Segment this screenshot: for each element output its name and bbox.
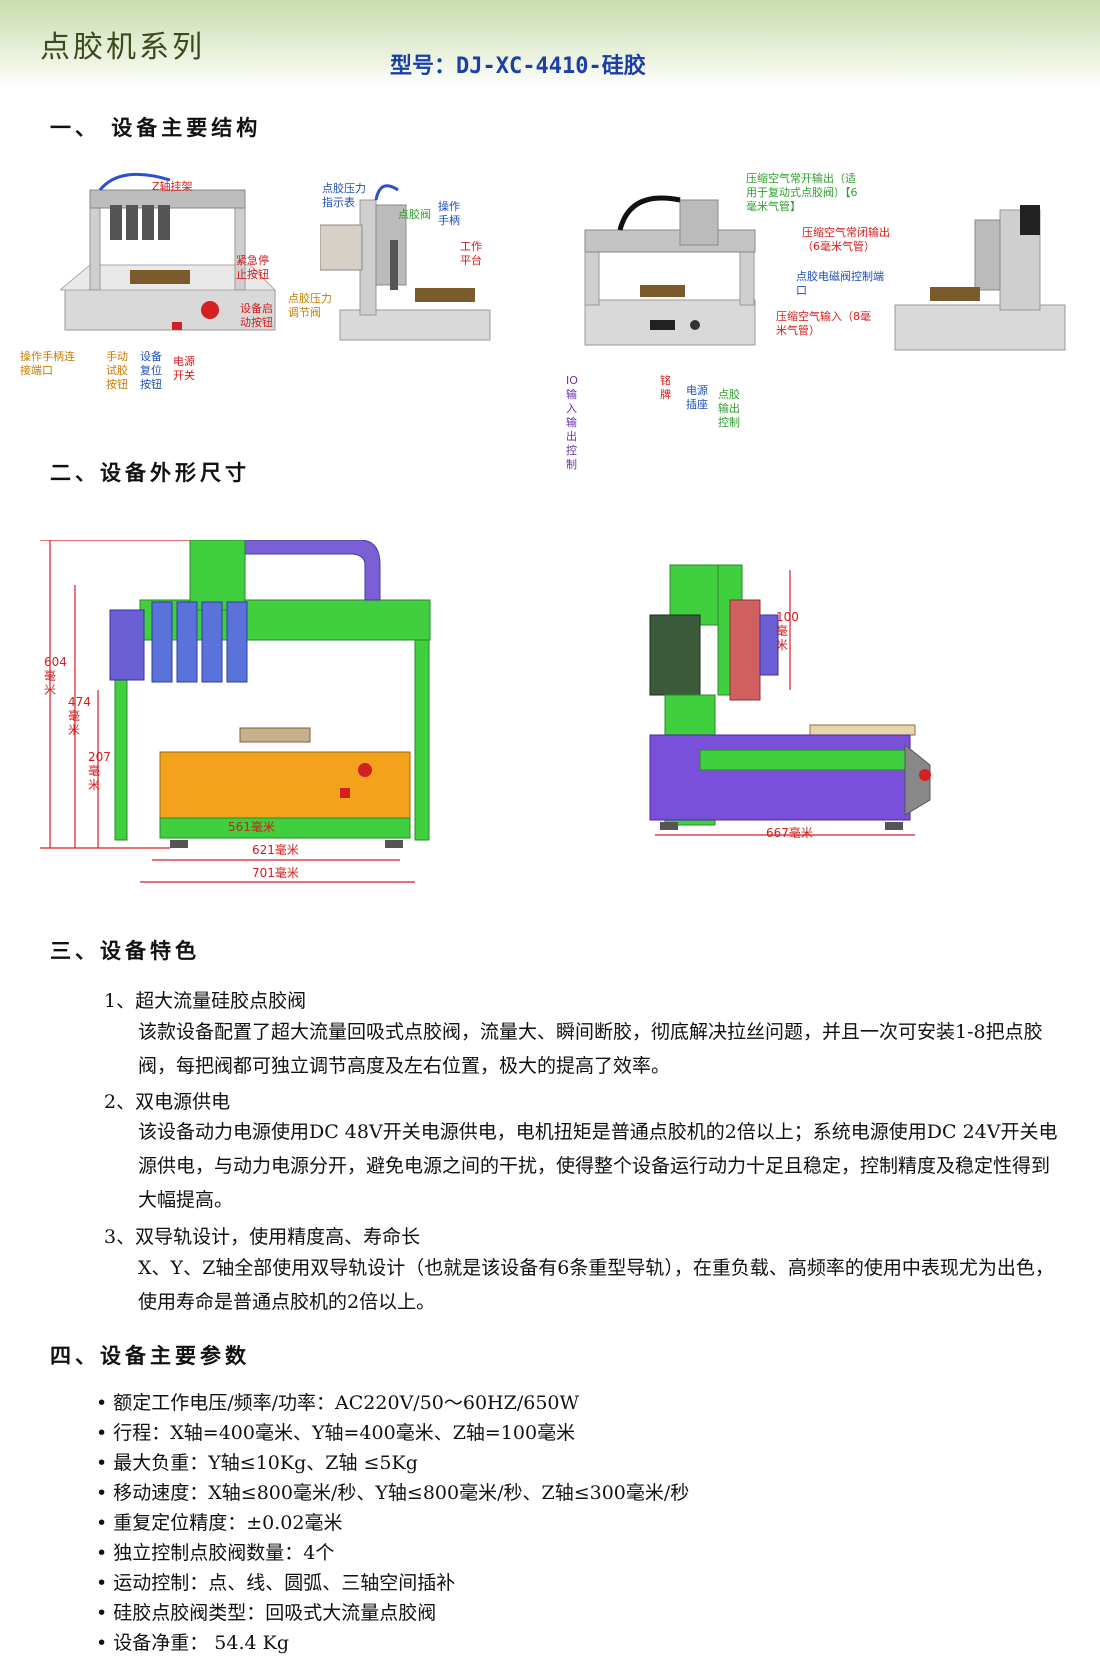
- front-dimension-drawing: [40, 540, 431, 883]
- label-manual-test: 手动试胶按钮: [106, 350, 128, 391]
- label-valve: 点胶阀: [398, 208, 431, 221]
- machine-side-rear-photo: [894, 205, 1066, 351]
- header-banner: 点胶机系列 型号：DJ-XC-4410-硅胶: [0, 0, 1100, 88]
- label-pressure-gauge: 点胶压力指示表: [322, 182, 366, 209]
- label-air-closed: 压缩空气常闭输出（6毫米气管）: [802, 226, 890, 253]
- params-list: 额定工作电压/频率/功率：AC220V/50～60HZ/650W 行程：X轴=4…: [96, 1388, 689, 1658]
- dim-height-207: 207毫米: [88, 750, 111, 792]
- param-item: 独立控制点胶阀数量：4个: [96, 1538, 689, 1568]
- label-air-open: 压缩空气常开输出（适用于复动式点胶阀）【6毫米气管】: [746, 172, 858, 213]
- label-power-switch: 电源开关: [173, 355, 195, 382]
- param-item: 运动控制：点、线、圆弧、三轴空间插补: [96, 1568, 689, 1598]
- label-pressure-regulator: 点胶压力调节阀: [288, 292, 332, 319]
- section-title-dimensions: 二、设备外形尺寸: [50, 460, 250, 485]
- feature-2-body: 该设备动力电源使用DC 48V开关电源供电，电机扭矩是普通点胶机的2倍以上；系统…: [138, 1121, 1058, 1211]
- machine-rear-photo: [584, 195, 756, 346]
- dim-height-604: 604毫米: [44, 655, 67, 697]
- label-z-axis-rack: Z轴挂架: [152, 180, 193, 193]
- param-item: 重复定位精度：±0.02毫米: [96, 1508, 689, 1538]
- label-solenoid-port: 点胶电磁阀控制端口: [796, 270, 884, 297]
- label-emergency-stop: 紧急停止按钮: [236, 254, 269, 281]
- param-item: 额定工作电压/频率/功率：AC220V/50～60HZ/650W: [96, 1388, 689, 1418]
- label-handle-port: 操作手柄连接端口: [20, 350, 75, 377]
- feature-3-title: 3、双导轨设计，使用精度高、寿命长: [104, 1226, 421, 1248]
- label-io-port: IO输入输出控制: [566, 374, 578, 471]
- label-work-table: 工作平台: [460, 240, 482, 267]
- dim-z-100: 100毫米: [776, 610, 799, 652]
- dim-depth-667: 667毫米: [766, 826, 813, 840]
- section-title-structure: 一、 设备主要结构: [50, 115, 262, 140]
- dim-width-561: 561毫米: [228, 820, 275, 834]
- param-item: 移动速度：X轴≤800毫米/秒、Y轴≤800毫米/秒、Z轴≤300毫米/秒: [96, 1478, 689, 1508]
- label-nameplate: 铭牌: [660, 374, 671, 401]
- label-start-button: 设备启动按钮: [240, 302, 273, 329]
- label-air-input: 压缩空气输入（8毫米气管）: [776, 310, 871, 337]
- feature-2-title: 2、双电源供电: [104, 1091, 231, 1113]
- label-dispense-output: 点胶输出控制: [718, 388, 740, 429]
- feature-1-body: 该款设备配置了超大流量回吸式点胶阀，流量大、瞬间断胶，彻底解决拉丝问题，并且一次…: [138, 1021, 1043, 1077]
- section-title-features: 三、设备特色: [50, 938, 200, 963]
- label-handle: 操作手柄: [438, 200, 460, 227]
- section-title-params: 四、设备主要参数: [50, 1343, 250, 1368]
- param-item: 硅胶点胶阀类型：回吸式大流量点胶阀: [96, 1598, 689, 1628]
- dim-height-474: 474毫米: [68, 695, 91, 737]
- dim-width-701: 701毫米: [252, 866, 299, 880]
- label-power-socket: 电源插座: [686, 384, 708, 411]
- machine-side-photo: [320, 184, 491, 341]
- model-number: 型号：DJ-XC-4410-硅胶: [390, 54, 646, 79]
- dim-width-621: 621毫米: [252, 843, 299, 857]
- machine-front-photo: [60, 172, 277, 331]
- param-item: 设备净重： 54.4 Kg: [96, 1628, 689, 1658]
- feature-3-body: X、Y、Z轴全部使用双导轨设计（也就是该设备有6条重型导轨），在重负载、高频率的…: [138, 1257, 1054, 1313]
- param-item: 行程：X轴=400毫米、Y轴=400毫米、Z轴=100毫米: [96, 1418, 689, 1448]
- param-item: 最大负重：Y轴≤10Kg、Z轴 ≤5Kg: [96, 1448, 689, 1478]
- side-dimension-drawing: [649, 564, 931, 836]
- brand-title: 点胶机系列: [40, 30, 205, 65]
- label-reset: 设备复位按钮: [140, 350, 162, 391]
- feature-1-title: 1、超大流量硅胶点胶阀: [104, 990, 307, 1012]
